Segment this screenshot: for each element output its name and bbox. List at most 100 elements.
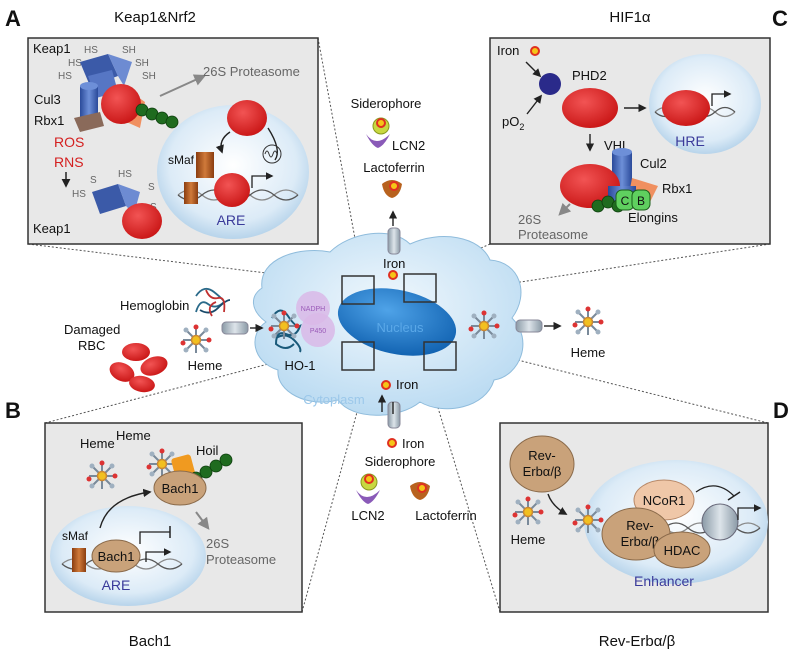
proteasome-26s-b: 26S bbox=[206, 536, 229, 551]
top-iron-carriers: Siderophore LCN2 Lactoferrin bbox=[351, 96, 425, 198]
cytoplasm-label: Cytoplasm bbox=[303, 392, 364, 407]
phd2-label: PHD2 bbox=[572, 68, 607, 83]
hemoglobin-label: Hemoglobin bbox=[120, 298, 189, 313]
enhancer-label: Enhancer bbox=[634, 573, 694, 589]
are-label-a: ARE bbox=[217, 212, 246, 228]
iron-dot-mid bbox=[381, 380, 391, 390]
bach1-bottom-label: Bach1 bbox=[98, 549, 135, 564]
heme-b-top-label: Heme bbox=[116, 428, 151, 443]
iron-dot-lactoferrin-bottom bbox=[417, 483, 427, 493]
hs-label-4: HS bbox=[118, 169, 132, 180]
panel-d-content: Rev- Erbα/β Heme NCoR1 Rev- Erbα/β HDAC … bbox=[509, 435, 768, 589]
rbx1-shape bbox=[74, 112, 104, 132]
smaf-label-b: sMaf bbox=[62, 529, 89, 543]
rns-label: RNS bbox=[54, 154, 84, 170]
iron-dot-siderophore-top bbox=[376, 118, 386, 128]
damaged-rbc-label-1: Damaged bbox=[64, 322, 120, 337]
left-heme-sources: Hemoglobin Damaged RBC Heme bbox=[64, 287, 231, 393]
p450-label: P450 bbox=[310, 328, 326, 335]
heme-right-label: Heme bbox=[571, 345, 606, 360]
rbc-2 bbox=[140, 356, 168, 376]
keap1-top-label: Keap1 bbox=[33, 41, 71, 56]
siderophore-bottom-label: Siderophore bbox=[365, 454, 436, 469]
elongins-label: Elongins bbox=[628, 210, 678, 225]
hemoglobin-shape bbox=[195, 287, 231, 317]
nrf2-bound-shape bbox=[214, 173, 250, 207]
ubiquitin-chain bbox=[135, 103, 179, 129]
reverb-bound-label-1: Rev- bbox=[626, 518, 653, 533]
panel-b-caption: Bach1 bbox=[129, 633, 172, 650]
panel-c-letter: C bbox=[772, 6, 788, 31]
reverb-bound-label-2: Erbα/β bbox=[621, 534, 660, 549]
hdac-label: HDAC bbox=[664, 543, 701, 558]
hdac-shape bbox=[653, 531, 711, 569]
heme-outside-right bbox=[571, 305, 605, 336]
heme-left-label: Heme bbox=[188, 358, 223, 373]
smaf-bound-shape bbox=[184, 182, 198, 204]
rbc-1 bbox=[122, 343, 150, 361]
cul3-label: Cul3 bbox=[34, 92, 61, 107]
panel-b-content: Heme Heme Hoil Bach1 26S Proteasome sMaf… bbox=[50, 428, 276, 606]
zoom-square-d bbox=[423, 341, 457, 371]
keap1-bottom-label: Keap1 bbox=[33, 221, 71, 236]
hre-label: HRE bbox=[675, 133, 705, 149]
lcn2-bottom-label: LCN2 bbox=[351, 508, 384, 523]
hs-label-1: HS bbox=[84, 45, 98, 56]
p450-shape bbox=[301, 313, 335, 347]
lcn2-top-shape bbox=[366, 134, 390, 148]
bach1-top-shape bbox=[153, 470, 207, 506]
gene-loop-icon bbox=[262, 144, 282, 164]
nrf2-shape bbox=[101, 84, 141, 124]
panel-b-letter: B bbox=[5, 398, 21, 423]
smaf-label-a: sMaf bbox=[168, 153, 195, 167]
heme-left-molecule bbox=[179, 323, 213, 354]
lcn2-top-label: LCN2 bbox=[392, 138, 425, 153]
po2-label: pO2 bbox=[502, 114, 524, 132]
zoom-square-c bbox=[403, 273, 437, 303]
hs-label-3: HS bbox=[58, 71, 72, 82]
heme-b-left-label: Heme bbox=[80, 436, 115, 451]
iron-dot-bottom bbox=[387, 438, 397, 448]
lactoferrin-bottom-label: Lactoferrin bbox=[415, 508, 476, 523]
iron-dot-top bbox=[388, 270, 398, 280]
iron-top-label: Iron bbox=[383, 256, 405, 271]
panel-a-title: Keap1&Nrf2 bbox=[114, 9, 196, 26]
are-label-b: ARE bbox=[102, 577, 131, 593]
ho1-label: HO-1 bbox=[284, 358, 315, 373]
hif1a-nuclear-shape bbox=[662, 90, 710, 126]
rbc-4 bbox=[129, 375, 155, 393]
hs-label-5: HS bbox=[72, 189, 86, 200]
siderophore-top-label: Siderophore bbox=[351, 96, 422, 111]
heme-export-channel bbox=[515, 319, 543, 333]
proteasome-label-c: Proteasome bbox=[518, 227, 588, 242]
s-label-1: S bbox=[90, 175, 97, 186]
smaf-shape-a bbox=[196, 152, 214, 178]
elongin-b-label: B bbox=[637, 194, 645, 208]
reverb-free-shape bbox=[509, 435, 575, 493]
lactoferrin-top-label: Lactoferrin bbox=[363, 160, 424, 175]
nucleus-bubble-a bbox=[157, 105, 309, 239]
bach1-top-label: Bach1 bbox=[162, 481, 199, 496]
rbx1-label-c: Rbx1 bbox=[662, 181, 692, 196]
panel-a-letter: A bbox=[5, 6, 21, 31]
panel-d-letter: D bbox=[773, 398, 789, 423]
hs-label-2: HS bbox=[68, 58, 82, 69]
rbc-3 bbox=[109, 362, 135, 382]
center-cell: Nucleus Cytoplasm NADPH P450 HO-1 Iron I… bbox=[221, 210, 606, 451]
proteasome-label-b: Proteasome bbox=[206, 552, 276, 567]
iron-label-c: Iron bbox=[497, 43, 519, 58]
cul2-label: Cul2 bbox=[640, 156, 667, 171]
bottom-iron-carriers: Siderophore LCN2 Lactoferrin bbox=[351, 454, 476, 523]
panel-d-caption: Rev-Erbα/β bbox=[599, 633, 676, 650]
lcn2-bottom-shape bbox=[356, 490, 380, 504]
iron-dot-c bbox=[530, 46, 540, 56]
nucleus-shape bbox=[337, 288, 457, 356]
heme-import-channel bbox=[221, 321, 249, 335]
smaf-bound-shape-b bbox=[72, 548, 86, 572]
nrf2-free-shape bbox=[122, 203, 162, 239]
sh-label-3: SH bbox=[142, 71, 156, 82]
iron-channel-top bbox=[387, 227, 401, 255]
cul3-shape bbox=[80, 86, 98, 120]
